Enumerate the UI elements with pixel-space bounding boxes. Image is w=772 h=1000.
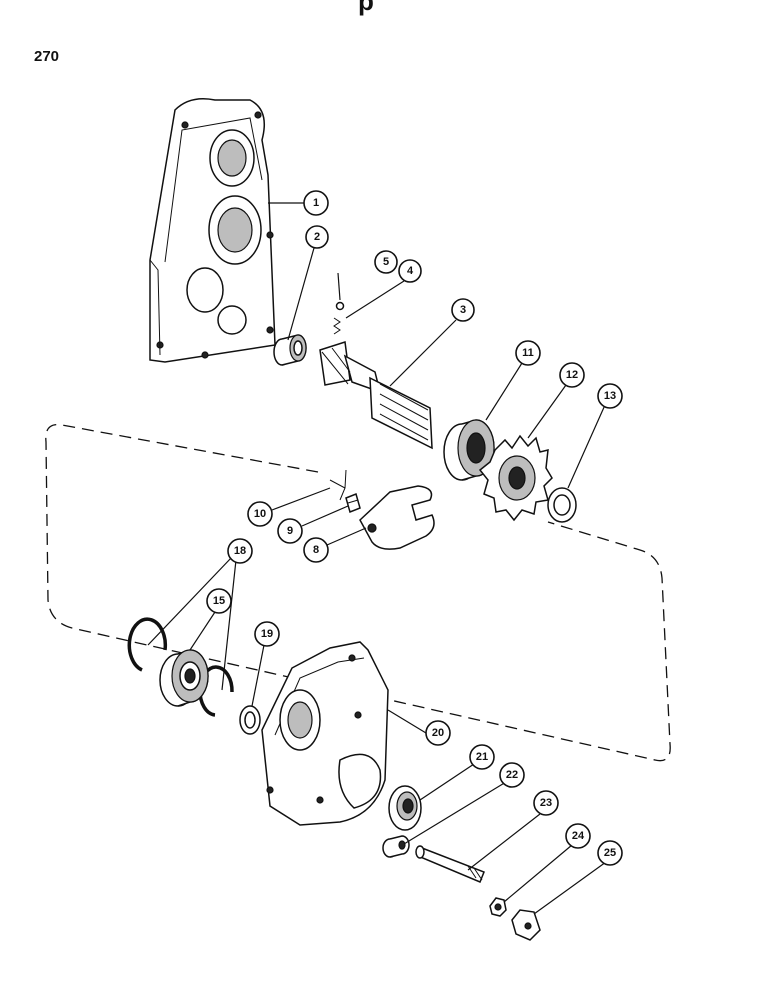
part-18-snap-ring-left (127, 617, 168, 672)
leader-21 (419, 763, 475, 801)
callout-20: 20 (425, 720, 451, 746)
callout-9: 9 (277, 518, 303, 544)
callout-5: 5 (374, 250, 398, 274)
leader-13 (567, 404, 606, 489)
part-19-retaining-ring (239, 705, 261, 735)
leader-11 (485, 362, 523, 421)
leader-3 (389, 319, 457, 387)
svg-text:8: 8 (313, 544, 319, 556)
part-15-ball-bearing (159, 649, 209, 707)
part-2-needle-bearing (273, 334, 307, 366)
page-number: 270 (34, 48, 60, 65)
svg-text:1: 1 (313, 197, 319, 209)
part-13-thrust-washer (547, 487, 577, 523)
callout-8: 8 (303, 537, 329, 563)
callout-11: 11 (515, 340, 541, 366)
leader-22 (403, 781, 507, 845)
leader-4 (345, 280, 405, 319)
callout-18: 18 (227, 538, 253, 564)
svg-text:5: 5 (383, 256, 389, 268)
part-1-gear-housing (149, 98, 276, 363)
leader-2 (287, 247, 315, 341)
svg-text:11: 11 (522, 347, 534, 359)
callout-3: 3 (451, 298, 475, 322)
leader-9 (301, 505, 349, 527)
callout-21: 21 (469, 744, 495, 770)
callout-10: 10 (247, 501, 273, 527)
svg-text:20: 20 (432, 727, 444, 739)
svg-text:12: 12 (566, 369, 578, 381)
svg-text:13: 13 (604, 390, 616, 402)
callout-24: 24 (565, 823, 591, 849)
leader-25 (533, 861, 607, 915)
svg-text:25: 25 (604, 847, 616, 859)
svg-text:9: 9 (287, 525, 293, 537)
svg-text:4: 4 (407, 265, 414, 277)
svg-text:21: 21 (476, 751, 488, 763)
part-3-pinion-shaft (319, 341, 433, 450)
part-23-shift-rail (415, 845, 485, 883)
callout-22: 22 (499, 762, 525, 788)
part-24-hex-nut (489, 897, 507, 917)
callout-15: 15 (206, 588, 232, 614)
part-22-bushing (382, 835, 410, 858)
leader-20 (387, 709, 427, 734)
leader-5 (337, 272, 341, 301)
leader-18-right (221, 559, 237, 691)
leader-10 (271, 487, 331, 511)
leader-15 (189, 611, 216, 651)
callout-23: 23 (533, 790, 559, 816)
header-text-fragment: p (358, 0, 374, 16)
svg-text:24: 24 (572, 830, 585, 842)
part-5-ball (335, 301, 345, 311)
part-4-spring (333, 317, 341, 335)
leader-23 (467, 813, 541, 871)
callout-13: 13 (597, 383, 623, 409)
part-25-clevis (511, 909, 541, 941)
leader-19 (251, 644, 265, 707)
svg-text:15: 15 (213, 595, 225, 607)
part-20-gear-cover (261, 641, 389, 826)
callout-4: 4 (398, 259, 422, 283)
svg-text:2: 2 (314, 231, 320, 243)
svg-text:3: 3 (460, 304, 466, 316)
callout-25: 25 (597, 840, 623, 866)
leader-lines (147, 202, 607, 915)
leader-12 (527, 384, 567, 439)
svg-text:18: 18 (234, 545, 246, 557)
leader-18-left (147, 556, 233, 646)
svg-text:23: 23 (540, 797, 552, 809)
callout-19: 19 (254, 621, 280, 647)
svg-text:22: 22 (506, 769, 518, 781)
part-12-helical-gear (478, 434, 553, 522)
leader-24 (503, 844, 573, 903)
leader-8 (326, 527, 367, 546)
part-10-lock-wire (329, 469, 347, 501)
part-8-shift-fork (359, 485, 435, 550)
callout-2: 2 (305, 225, 329, 249)
part-21-oil-seal (388, 785, 422, 831)
svg-text:10: 10 (254, 508, 266, 520)
svg-text:19: 19 (261, 628, 273, 640)
part-9-set-screw (345, 492, 361, 514)
callout-1: 1 (303, 190, 329, 216)
callout-12: 12 (559, 362, 585, 388)
